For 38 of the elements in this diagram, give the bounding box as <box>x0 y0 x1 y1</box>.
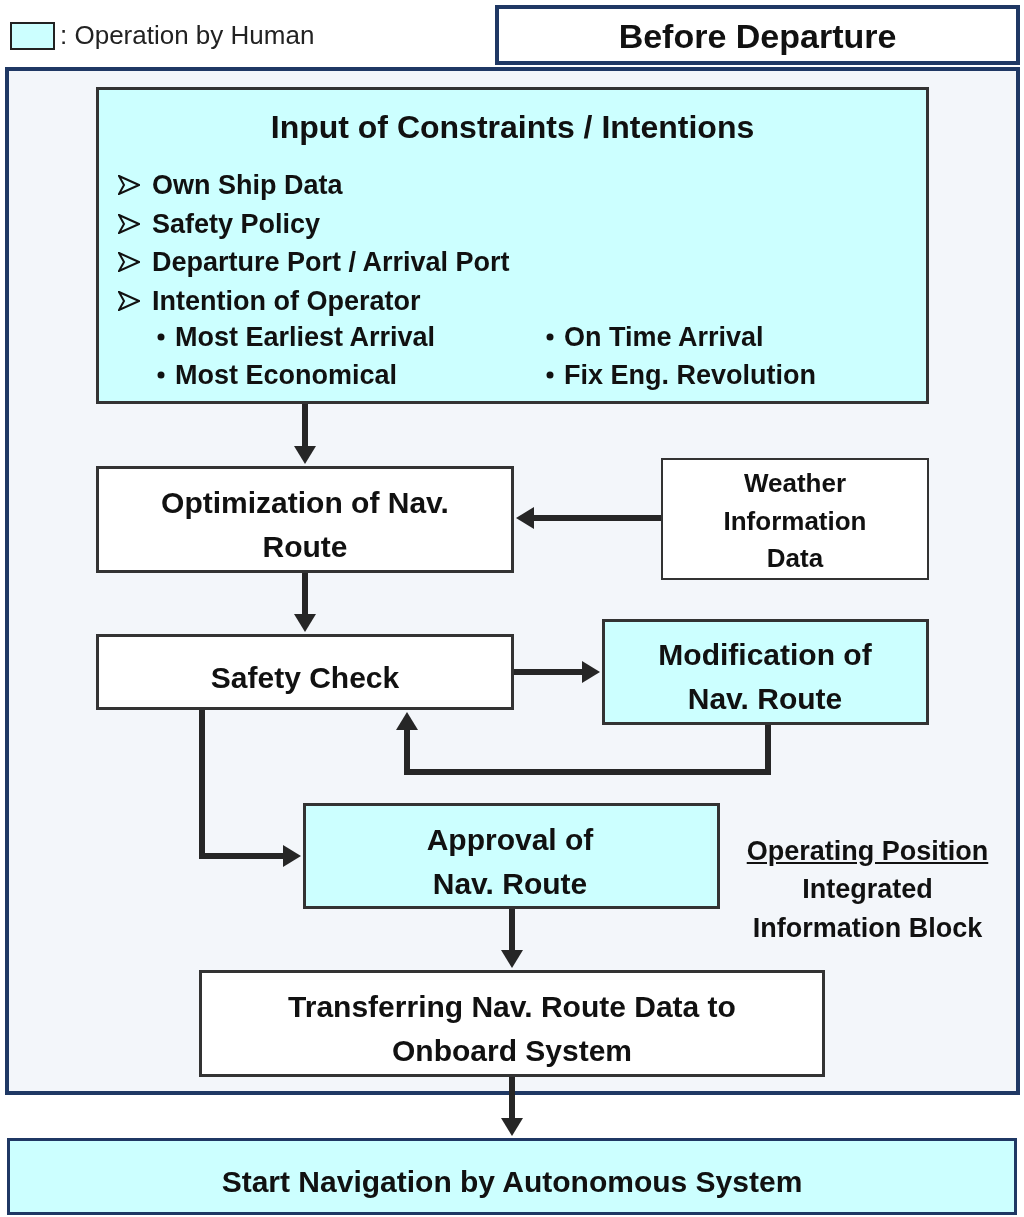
node-label: Optimization of Nav. Route <box>160 485 450 565</box>
list-item: Most Earliest Arrival <box>175 321 437 354</box>
list-item: Departure Port / Arrival Port <box>152 246 511 279</box>
process-box <box>96 634 514 710</box>
arrow <box>501 1077 523 1136</box>
legend-label: : Operation by Human <box>60 20 315 51</box>
node-label: Input of Constraints / Intentions <box>269 108 756 147</box>
list-item: Fix Eng. Revolution <box>564 359 817 392</box>
node-label: Start Navigation by Autonomous System <box>220 1164 804 1200</box>
process-box <box>199 970 825 1077</box>
header-tab <box>495 5 1020 65</box>
node-label: Transferring Nav. Route Data to Onboard System <box>287 989 737 1069</box>
node-label: Approval of Nav. Route <box>425 822 595 902</box>
arrow <box>199 710 301 867</box>
process-box <box>661 458 929 580</box>
node-label: Before Departure <box>617 16 898 57</box>
process-box <box>96 466 514 573</box>
list-item: Own Ship Data <box>152 169 344 202</box>
node-label: Safety Check <box>209 660 401 696</box>
human-operation-box <box>96 87 929 404</box>
list-item: Safety Policy <box>152 208 322 241</box>
arrow <box>516 507 661 529</box>
node-label: Weather Information Data <box>722 467 868 576</box>
panel-background <box>5 67 1020 1095</box>
arrow <box>514 661 600 683</box>
block-label: Integrated Information Block <box>751 873 984 946</box>
block-label: Operating Position <box>745 835 990 868</box>
arrow <box>501 909 523 968</box>
node-label: Modification of Nav. Route <box>657 637 873 717</box>
human-operation-box <box>303 803 720 909</box>
arrow <box>396 712 771 775</box>
list-item: Intention of Operator <box>152 285 422 318</box>
list-item: On Time Arrival <box>564 321 765 354</box>
list-item: Most Economical <box>175 359 399 392</box>
human-operation-box <box>602 619 929 725</box>
arrow <box>294 573 316 632</box>
human-operation-box <box>7 1138 1017 1215</box>
arrow <box>294 404 316 464</box>
